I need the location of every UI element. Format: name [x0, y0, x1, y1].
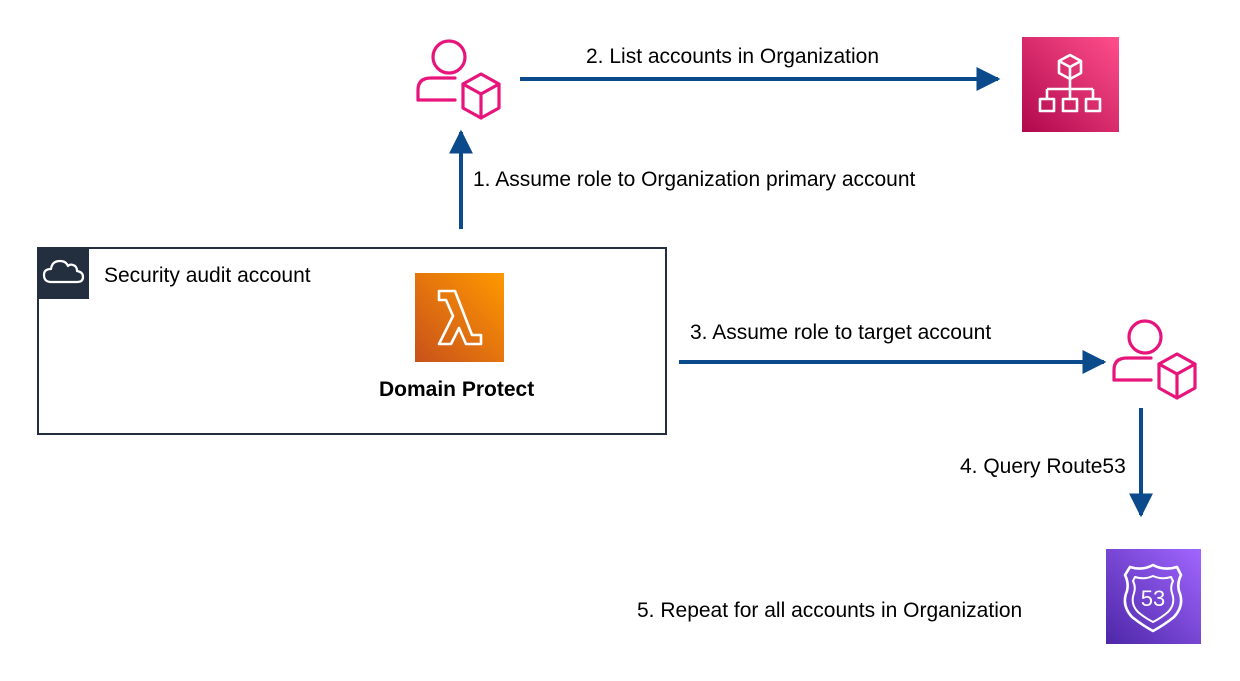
account-box-title: Security audit account [104, 264, 311, 287]
organizations-icon [1022, 37, 1119, 132]
cloud-icon [37, 247, 89, 299]
route53-badge-text: 53 [1141, 586, 1165, 611]
iam-role-icon [1112, 319, 1197, 400]
step2-label: 2. List accounts in Organization [586, 45, 879, 68]
step3-label: 3. Assume role to target account [690, 321, 992, 344]
iam-role-icon [416, 39, 501, 120]
lambda-icon [415, 273, 504, 362]
step5-label: 5. Repeat for all accounts in Organizati… [637, 599, 1023, 622]
security-audit-account-box [37, 247, 667, 435]
step4-label: 4. Query Route53 [960, 455, 1126, 478]
step1-label: 1. Assume role to Organization primary a… [473, 168, 916, 191]
function-name-label: Domain Protect [379, 378, 535, 401]
route53-icon: 53 [1106, 549, 1201, 644]
